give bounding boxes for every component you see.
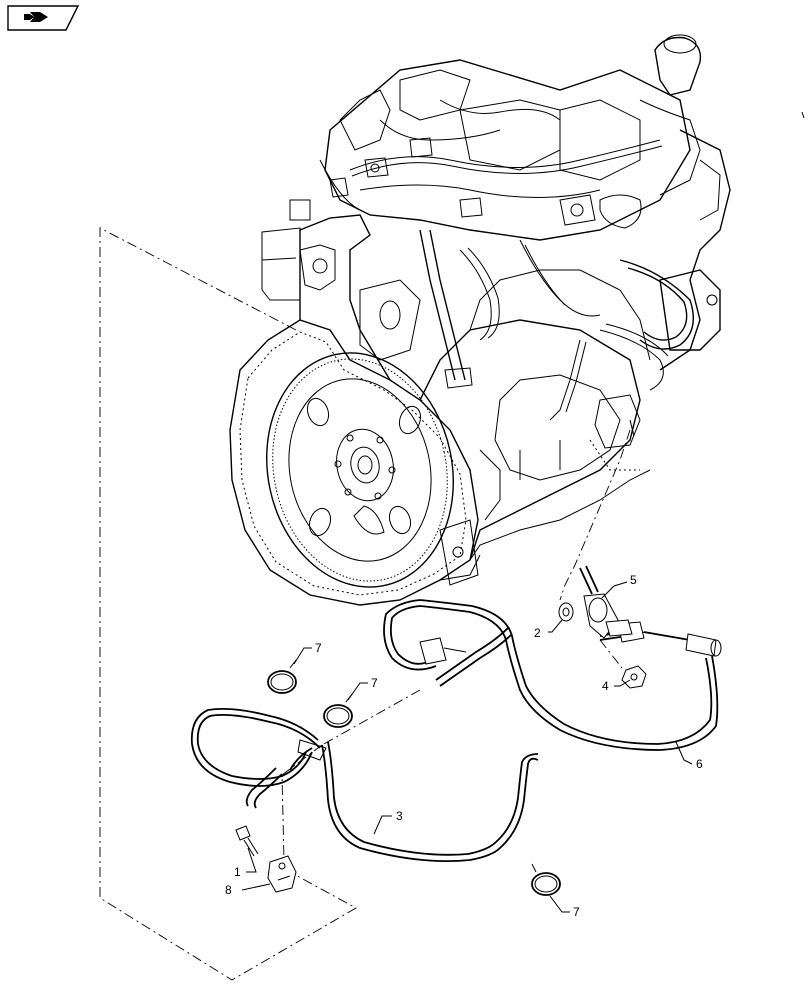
nut-4[interactable] xyxy=(621,665,647,689)
callout-3: 3 xyxy=(396,809,403,823)
bolt-1[interactable] xyxy=(235,825,259,857)
callout-7-bottom: 7 xyxy=(573,905,580,919)
callout-5: 5 xyxy=(630,573,637,587)
callout-2: 2 xyxy=(534,626,541,640)
callout-7-top: 7 xyxy=(315,641,322,655)
callout-leaders xyxy=(241,581,693,913)
callout-8: 8 xyxy=(225,883,232,897)
clamp-7-top[interactable] xyxy=(267,659,297,694)
clamp-7-bottom[interactable] xyxy=(531,863,561,896)
washer-2[interactable] xyxy=(558,602,574,622)
callout-4: 4 xyxy=(602,679,609,693)
wiring-harness-3[interactable] xyxy=(190,707,539,862)
callout-labels: 1 2 3 4 5 6 7 7 7 8 xyxy=(225,573,703,919)
callout-7-middle: 7 xyxy=(371,676,378,690)
sensor-5[interactable] xyxy=(579,565,633,639)
clip-8[interactable] xyxy=(267,855,297,893)
callout-6: 6 xyxy=(696,757,703,771)
engine-assembly xyxy=(229,34,731,606)
wiring-harness-6[interactable] xyxy=(383,599,722,751)
nav-arrow-icon[interactable] xyxy=(7,5,80,31)
clamp-7-middle[interactable] xyxy=(323,693,353,728)
corner-mark xyxy=(801,111,805,119)
callout-1: 1 xyxy=(234,865,241,879)
